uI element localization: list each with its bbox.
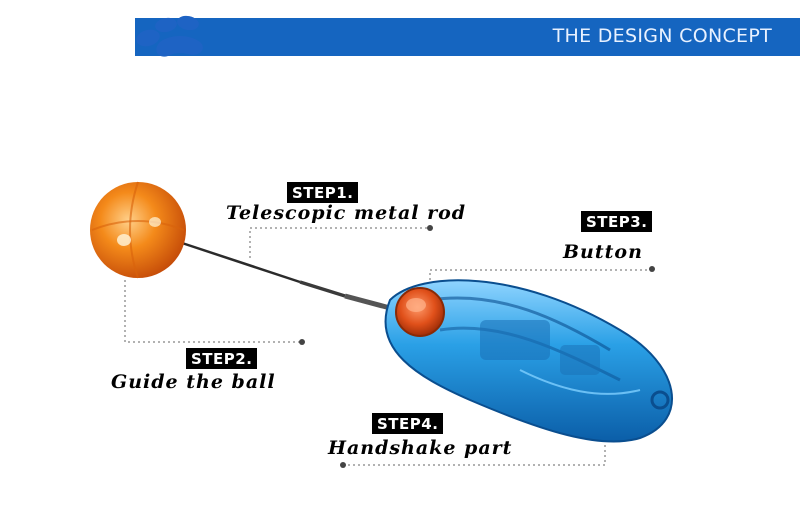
red-button [395,287,445,337]
step3-badge: STEP3. [581,211,653,232]
orange-ball [90,181,186,279]
header-band: THE DESIGN CONCEPT [135,18,800,56]
leader-step2 [124,280,302,343]
step1-badge: STEP1. [287,182,359,203]
step2-caption: Guide the ball [111,371,276,393]
paw-print-icon [136,15,203,57]
blue-handle [384,279,674,443]
step2-badge: STEP2. [186,348,258,369]
step4-caption: Handshake part [328,437,513,459]
leader-step3 [429,269,652,280]
leader-step1 [249,227,430,258]
step4-badge: STEP4. [372,413,444,434]
leader-dot-step1 [427,225,433,231]
leader-dot-step2 [299,339,305,345]
step1-caption: Telescopic metal rod [226,202,467,224]
header-title: THE DESIGN CONCEPT [552,25,772,47]
leader-dot-step3 [649,266,655,272]
leader-dot-step4 [340,462,346,468]
step3-caption: Button [563,241,643,263]
telescopic-rod [181,241,391,311]
